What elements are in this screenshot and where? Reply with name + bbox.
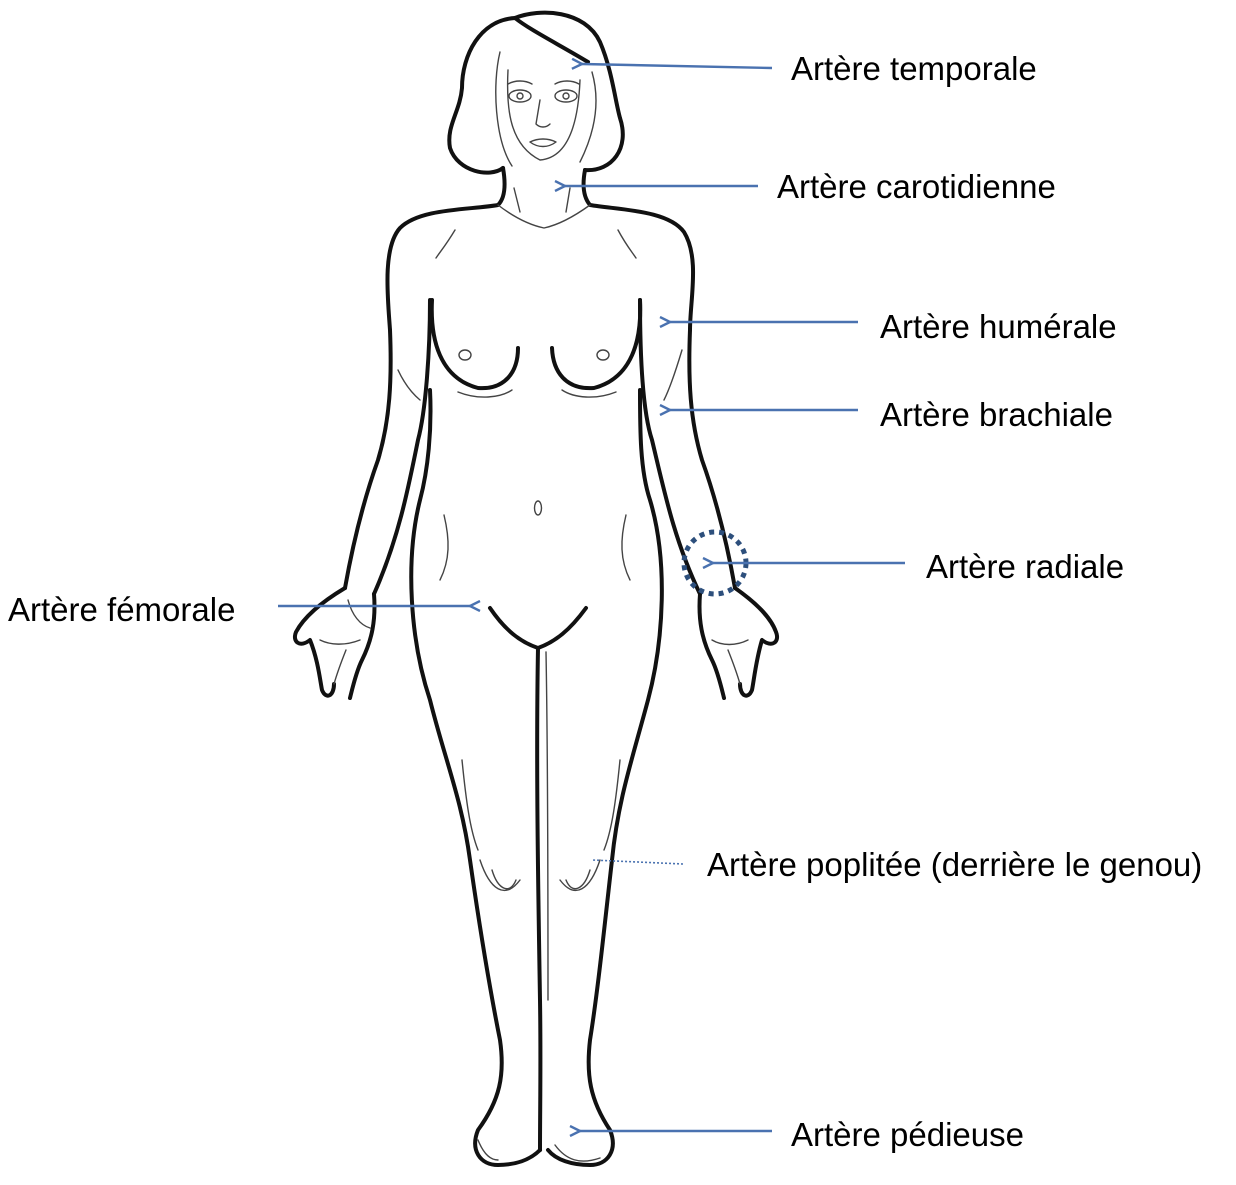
arrows [278,64,905,1131]
label-artere-radiale: Artère radiale [926,550,1124,583]
head [449,13,623,173]
label-artere-pedieuse: Artère pédieuse [791,1118,1024,1151]
label-artere-humerale: Artère humérale [880,310,1117,343]
label-artere-poplitee: Artère poplitée (derrière le genou) [707,848,1202,881]
label-artere-temporale: Artère temporale [791,52,1037,85]
torso [387,168,693,1165]
label-artere-brachiale: Artère brachiale [880,398,1113,431]
label-artere-femorale: Artère fémorale [8,593,235,626]
arrow-poplitee [592,860,683,864]
label-artere-carotidienne: Artère carotidienne [777,170,1056,203]
arms [295,300,777,698]
